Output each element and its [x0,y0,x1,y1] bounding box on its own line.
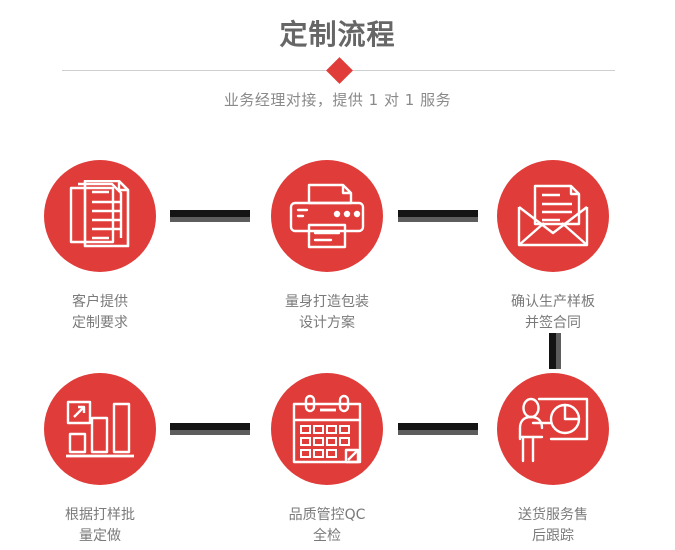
title-divider [62,57,615,84]
connector-bar-shadow [398,430,478,435]
step-5-circle [271,373,383,485]
calendar-icon [292,394,362,464]
bar-chart-growth-icon [66,400,134,458]
step-4-circle [44,373,156,485]
connector-step1-step2 [170,210,250,222]
connector-bar-shadow [556,333,561,369]
flow-step-4[interactable]: 根据打样批 量定做 [25,373,175,547]
connector-bar-dark [398,423,478,430]
presenter-chart-icon [518,397,589,463]
connector-step5-step6 [398,423,478,435]
connector-step4-step5 [170,423,250,435]
page-subtitle: 业务经理对接，提供 1 对 1 服务 [223,91,452,109]
connector-bar-dark [549,333,556,369]
connector-bar-dark [170,210,250,217]
flow-step-1[interactable]: 客户提供 定制要求 [25,160,175,334]
step-1-label: 客户提供 定制要求 [72,294,128,331]
connector-bar-dark [170,423,250,430]
step-1-circle [44,160,156,272]
flow-step-3[interactable]: 确认生产样板 并签合同 [478,160,628,334]
connector-bar-dark [398,210,478,217]
connector-bar-shadow [170,430,250,435]
flow-step-5[interactable]: 品质管控QC 全检 [252,373,402,547]
page-title: 定制流程 [279,18,396,51]
step-6-label: 送货服务售 后跟踪 [518,507,588,544]
page-header: 定制流程 业务经理对接，提供 1 对 1 服务 [0,0,675,130]
step-2-circle [271,160,383,272]
flow-step-2[interactable]: 量身打造包装 设计方案 [252,160,402,334]
step-3-label: 确认生产样板 并签合同 [511,294,595,331]
stacked-documents-icon [69,180,130,248]
connector-bar-shadow [398,217,478,222]
step-2-label: 量身打造包装 设计方案 [285,294,369,331]
flow-step-6[interactable]: 送货服务售 后跟踪 [478,373,628,547]
step-5-label: 品质管控QC 全检 [288,507,366,544]
connector-bar-shadow [170,217,250,222]
step-4-label: 根据打样批 量定做 [65,507,135,544]
printer-icon [289,183,365,249]
step-3-circle [497,160,609,272]
connector-step3-step4 [549,333,561,369]
connector-step2-step3 [398,210,478,222]
diamond-ornament-icon [326,57,353,84]
envelope-document-icon [517,184,589,247]
step-6-circle [497,373,609,485]
